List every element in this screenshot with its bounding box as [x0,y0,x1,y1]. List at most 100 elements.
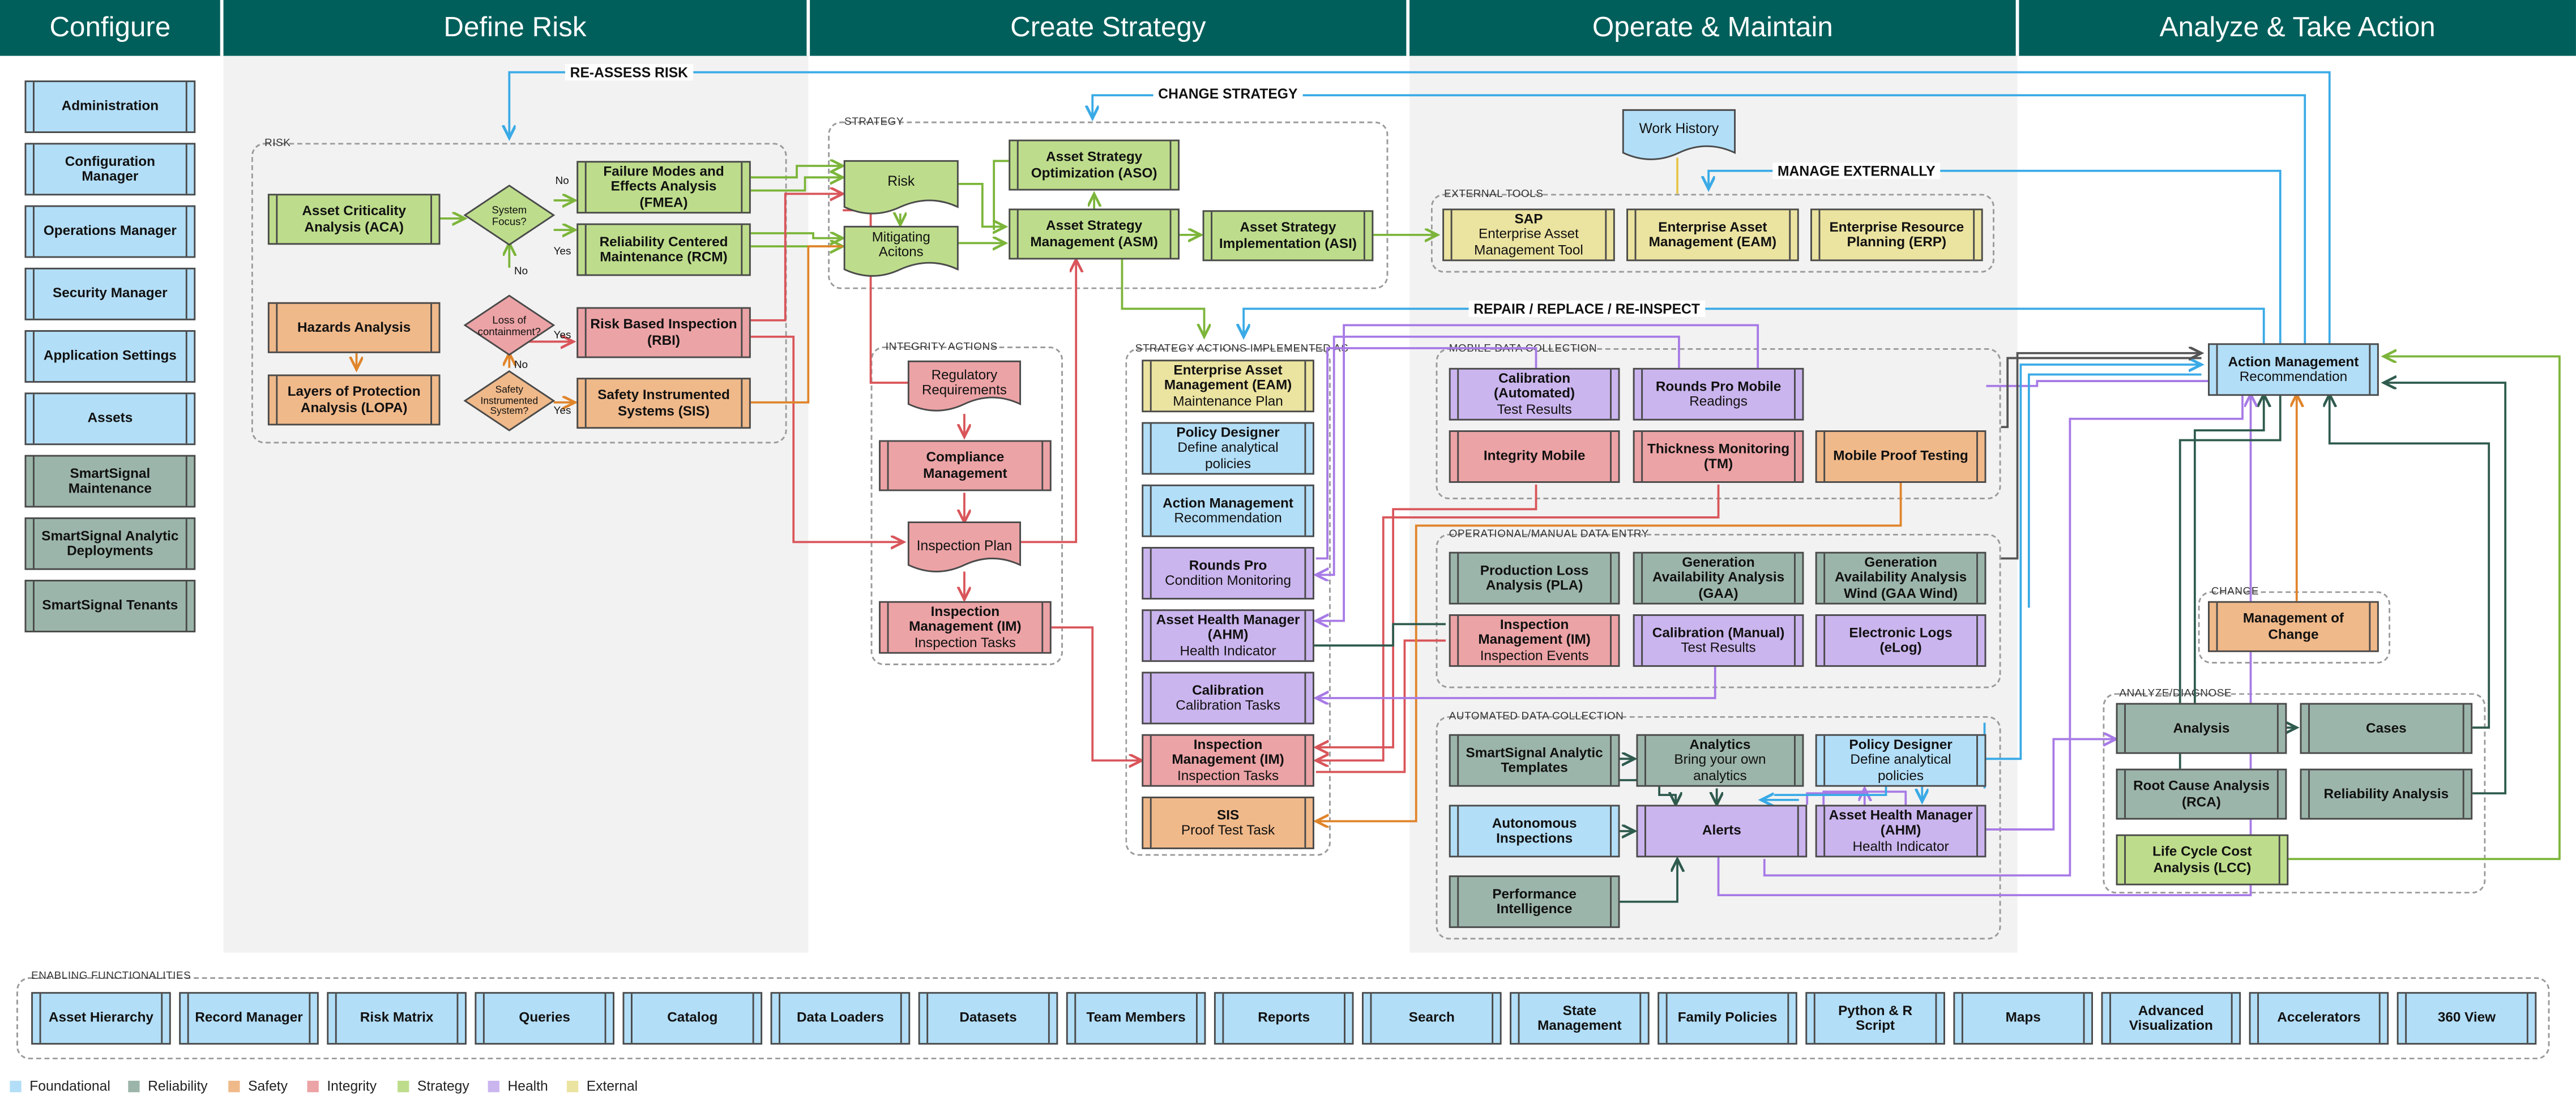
box-im-integrity[interactable]: Inspection Management (IM)Inspection Tas… [879,601,1052,654]
enabling-360-view[interactable]: 360 View [2396,992,2537,1045]
legend-reliability: Reliability [128,1077,208,1094]
group-external-label: EXTERNAL TOOLS [1444,189,1544,200]
sa-ahm[interactable]: Asset Health Manager (AHM)Health Indicat… [1142,609,1314,662]
box-aso[interactable]: Asset Strategy Optimization (ASO) [1009,139,1180,191]
config-operations-manager[interactable]: Operations Manager [24,205,196,258]
box-gaa[interactable]: Generation Availability Analysis (GAA) [1633,551,1804,605]
config-smartsignal-analytic-deployments[interactable]: SmartSignal Analytic Deployments [24,517,196,570]
group-operational [1436,533,2001,688]
box-thickness-monitoring[interactable]: Thickness Monitoring (TM) [1633,430,1804,483]
box-im-events[interactable]: Inspection Management (IM)Inspection Eve… [1449,614,1620,667]
box-ahm-auto[interactable]: Asset Health Manager (AHM)Health Indicat… [1815,805,1987,858]
doc-inspection-plan[interactable]: Inspection Plan [916,537,1013,554]
box-rbi[interactable]: Risk Based Inspection (RBI) [576,307,751,358]
box-rcm[interactable]: Reliability Centered Maintenance (RCM) [576,223,751,276]
box-erp[interactable]: Enterprise Resource Planning (ERP) [1810,208,1983,262]
sa-eam[interactable]: Enterprise Asset Management (EAM)Mainten… [1142,360,1314,413]
config-application-settings[interactable]: Application Settings [24,330,196,383]
enabling-datasets[interactable]: Datasets [918,992,1058,1045]
config-administration[interactable]: Administration [24,80,196,133]
box-smartsignal-templates[interactable]: SmartSignal Analytic Templates [1449,734,1620,787]
box-gaa-wind[interactable]: Generation Availability Analysis Wind (G… [1815,551,1987,605]
box-hazards[interactable]: Hazards Analysis [267,302,441,353]
label-no-3: No [514,360,528,371]
enabling-advanced-visualization[interactable]: Advanced Visualization [2101,992,2241,1045]
group-strategy-actions-label: STRATEGY ACTIONS IMPLEMENTED AS [1135,343,1349,355]
enabling-asset-hierarchy[interactable]: Asset Hierarchy [31,992,171,1045]
enabling-maps[interactable]: Maps [1953,992,2094,1045]
label-change-strategy: CHANGE STRATEGY [1153,85,1303,102]
box-electronic-logs[interactable]: Electronic Logs (eLog) [1815,614,1987,667]
box-management-of-change[interactable]: Management of Change [2208,601,2379,652]
doc-mitigating-actions[interactable]: Mitigating Acitons [872,228,930,260]
box-lopa[interactable]: Layers of Protection Analysis (LOPA) [267,374,441,426]
box-aca[interactable]: Asset Criticality Analysis (ACA) [267,194,441,245]
doc-work-history[interactable]: Work History [1639,119,1719,136]
legend-integrity: Integrity [307,1077,377,1094]
enabling-reports[interactable]: Reports [1214,992,1354,1045]
config-security-manager[interactable]: Security Manager [24,267,196,320]
box-performance-intelligence[interactable]: Performance Intelligence [1449,875,1620,928]
box-integrity-mobile[interactable]: Integrity Mobile [1449,430,1620,483]
legend-safety: Safety [228,1077,288,1094]
box-asm[interactable]: Asset Strategy Management (ASM) [1009,208,1180,260]
group-risk-label: RISK [264,138,291,150]
doc-regulatory-requirements[interactable]: Regulatory Requirements [922,366,1007,398]
box-pla[interactable]: Production Loss Analysis (PLA) [1449,551,1620,605]
box-mobile-proof-testing[interactable]: Mobile Proof Testing [1815,430,1987,483]
config-smartsignal-tenants[interactable]: SmartSignal Tenants [24,580,196,632]
box-analysis[interactable]: Analysis [2116,703,2287,754]
box-reliability-analysis[interactable]: Reliability Analysis [2300,768,2473,820]
enabling-catalog[interactable]: Catalog [622,992,763,1045]
config-configuration-manager[interactable]: Configuration Manager [24,143,196,196]
label-yes-2: Yes [553,330,571,342]
doc-risk[interactable]: Risk [887,172,915,189]
box-calibration-automated[interactable]: Calibration (Automated)Test Results [1449,367,1620,421]
config-assets[interactable]: Assets [24,392,196,446]
box-compliance-management[interactable]: Compliance Management [879,440,1052,491]
legend-swatch [398,1080,409,1092]
enabling-data-loaders[interactable]: Data Loaders [770,992,911,1045]
box-calibration-manual[interactable]: Calibration (Manual)Test Results [1633,614,1804,667]
enabling-state-management[interactable]: State Management [1510,992,1650,1045]
diamond-safety-instrumented: Safety Instrumented System? [480,386,539,418]
box-cases[interactable]: Cases [2300,703,2473,754]
box-asi[interactable]: Asset Strategy Implementation (ASI) [1202,210,1374,262]
config-smartsignal-maintenance[interactable]: SmartSignal Maintenance [24,455,196,508]
group-operational-label: OPERATIONAL/MANUAL DATA ENTRY [1449,529,1649,541]
label-yes-1: Yes [553,246,571,258]
label-no-1: No [555,176,569,187]
box-lcc[interactable]: Life Cycle Cost Analysis (LCC) [2116,834,2289,885]
box-sis[interactable]: Safety Instrumented Systems (SIS) [576,378,751,429]
enabling-record-manager[interactable]: Record Manager [179,992,319,1045]
enabling-risk-matrix[interactable]: Risk Matrix [327,992,467,1045]
legend-strategy: Strategy [398,1077,469,1094]
enabling-search[interactable]: Search [1362,992,1502,1045]
enabling-family-policies[interactable]: Family Policies [1657,992,1797,1045]
enabling-queries[interactable]: Queries [475,992,615,1045]
enabling-python-r-script[interactable]: Python & R Script [1805,992,1945,1045]
box-eam-external[interactable]: Enterprise Asset Management (EAM) [1626,208,1799,262]
box-autonomous-inspections[interactable]: Autonomous Inspections [1449,805,1620,858]
legend-swatch [10,1080,22,1092]
enabling-team-members[interactable]: Team Members [1066,992,1206,1045]
enabling-accelerators[interactable]: Accelerators [2249,992,2389,1045]
box-rca[interactable]: Root Cause Analysis (RCA) [2116,768,2287,820]
sa-inspection-management[interactable]: Inspection Management (IM)Inspection Tas… [1142,734,1314,787]
header-configure: Configure [0,0,224,56]
box-fmea[interactable]: Failure Modes and Effects Analysis (FMEA… [576,161,751,214]
group-enabling-label: ENABLING FUNCTIONALITIES [31,970,191,982]
box-alerts[interactable]: Alerts [1636,805,1808,858]
